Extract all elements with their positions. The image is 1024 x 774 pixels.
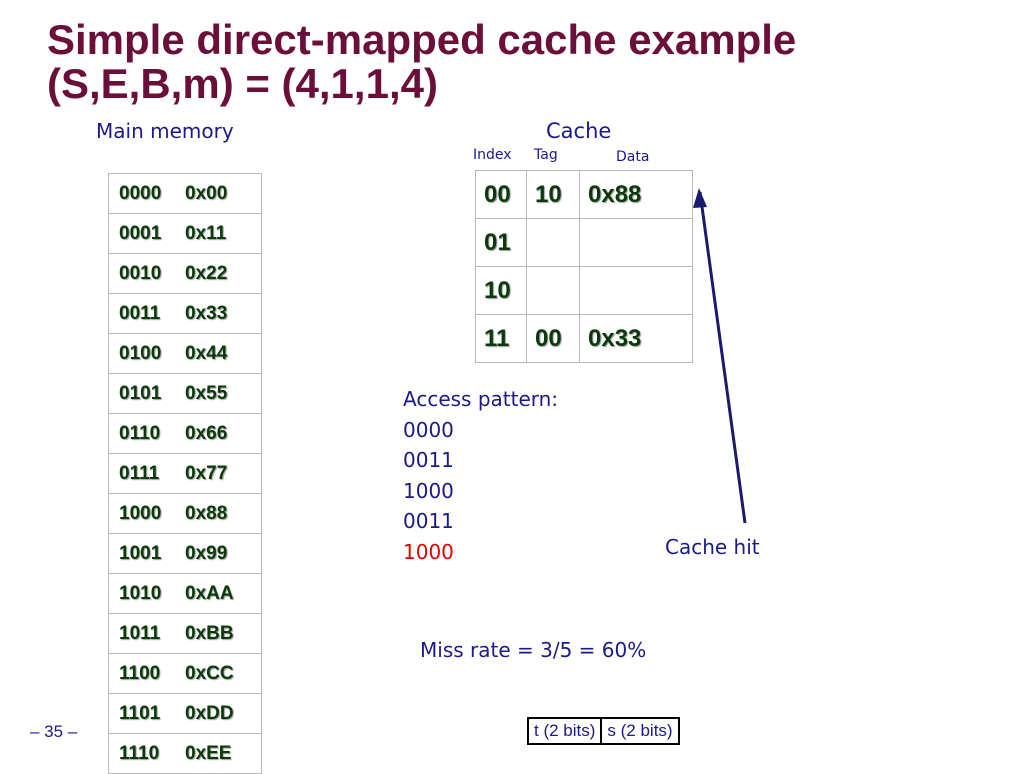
memory-address: 1001 [119,542,162,564]
title-line-1: Simple direct-mapped cache example [47,16,797,63]
memory-value: 0x22 [185,262,228,284]
cache-index-cell: 00 [475,170,527,219]
memory-address: 0011 [119,302,161,324]
cache-data-header: Data [616,149,650,165]
memory-address: 0111 [119,462,160,484]
memory-value: 0x44 [185,342,228,364]
memory-row: 0011 0x33 [109,294,261,334]
memory-address: 1101 [119,702,161,724]
memory-value: 0xDD [185,702,234,724]
arrow-head [693,188,707,208]
memory-value: 0xCC [185,662,234,684]
cache-data-cell: 0x33 [579,314,693,363]
memory-row: 0111 0x77 [109,454,261,494]
memory-row: 0001 0x11 [109,214,261,254]
cache-tag-header: Tag [534,147,558,163]
memory-address: 0010 [119,262,162,284]
memory-row: 1101 0xDD [109,694,261,734]
memory-value: 0x33 [185,302,228,324]
memory-row: 1000 0x88 [109,494,261,534]
tag-bits-label: t (2 bits) [529,719,603,743]
cache-index-header: Index [473,147,512,163]
memory-row: 1010 0xAA [109,574,261,614]
access-item-current: 1000 [403,539,454,564]
memory-value: 0x88 [185,502,228,524]
memory-row: 1011 0xBB [109,614,261,654]
memory-row: 0000 0x00 [109,174,261,214]
memory-value: 0xBB [185,622,234,644]
cache-data-cell: 0x88 [579,170,693,219]
cache-tag-cell: 00 [526,314,580,363]
main-memory-label: Main memory [96,119,234,143]
memory-address: 1010 [119,582,162,604]
memory-row: 1100 0xCC [109,654,261,694]
cache-row: 00 10 0x88 [475,170,693,219]
memory-row: 0100 0x44 [109,334,261,374]
memory-value: 0x99 [185,542,228,564]
memory-value: 0x77 [185,462,228,484]
cache-index-cell: 11 [475,314,527,363]
access-item: 0011 [403,448,454,472]
cache-index-cell: 01 [475,218,527,267]
address-bits-box: t (2 bits) s (2 bits) [527,717,680,745]
memory-address: 1110 [119,742,160,764]
memory-row: 0101 0x55 [109,374,261,414]
memory-address: 0101 [119,382,162,404]
memory-row: 0110 0x66 [109,414,261,454]
cache-hit-label: Cache hit [665,535,760,559]
page-number: – 35 – [30,722,78,741]
access-pattern: Access pattern: 0000 0011 1000 0011 1000 [403,384,558,567]
set-bits-label: s (2 bits) [607,721,673,740]
memory-value: 0xEE [185,742,232,764]
access-item: 1000 [403,478,454,503]
memory-address: 1100 [119,662,161,684]
slide-title: Simple direct-mapped cache example (S,E,… [47,18,796,106]
memory-address: 1011 [119,622,161,644]
memory-value: 0x11 [185,222,227,244]
memory-row: 1110 0xEE [109,734,261,774]
memory-value: 0x55 [185,382,228,404]
cache-label: Cache [546,119,612,143]
memory-address: 0001 [119,222,162,244]
memory-address: 0110 [119,422,161,444]
miss-rate: Miss rate = 3/5 = 60% [420,638,647,662]
memory-value: 0xAA [185,582,234,604]
cache-table: 00 10 0x88 01 10 11 00 0x33 [475,170,693,363]
memory-value: 0x00 [185,182,228,204]
cache-data-cell [579,218,693,267]
memory-address: 0000 [119,182,162,204]
memory-value: 0x66 [185,422,228,444]
memory-address: 1000 [119,502,162,524]
title-line-2: (S,E,B,m) = (4,1,1,4) [47,60,438,107]
access-item: 0011 [403,509,454,533]
memory-address: 0100 [119,342,162,364]
cache-tag-cell: 10 [526,170,580,219]
main-memory-table: 0000 0x00 0001 0x11 0010 0x22 0011 0x33 0100… [108,173,262,774]
access-pattern-heading: Access pattern: [403,387,559,411]
access-item: 0000 [403,417,454,442]
memory-row: 1001 0x99 [109,534,261,574]
cache-row: 11 00 0x33 [475,314,693,363]
memory-row: 0010 0x22 [109,254,261,294]
